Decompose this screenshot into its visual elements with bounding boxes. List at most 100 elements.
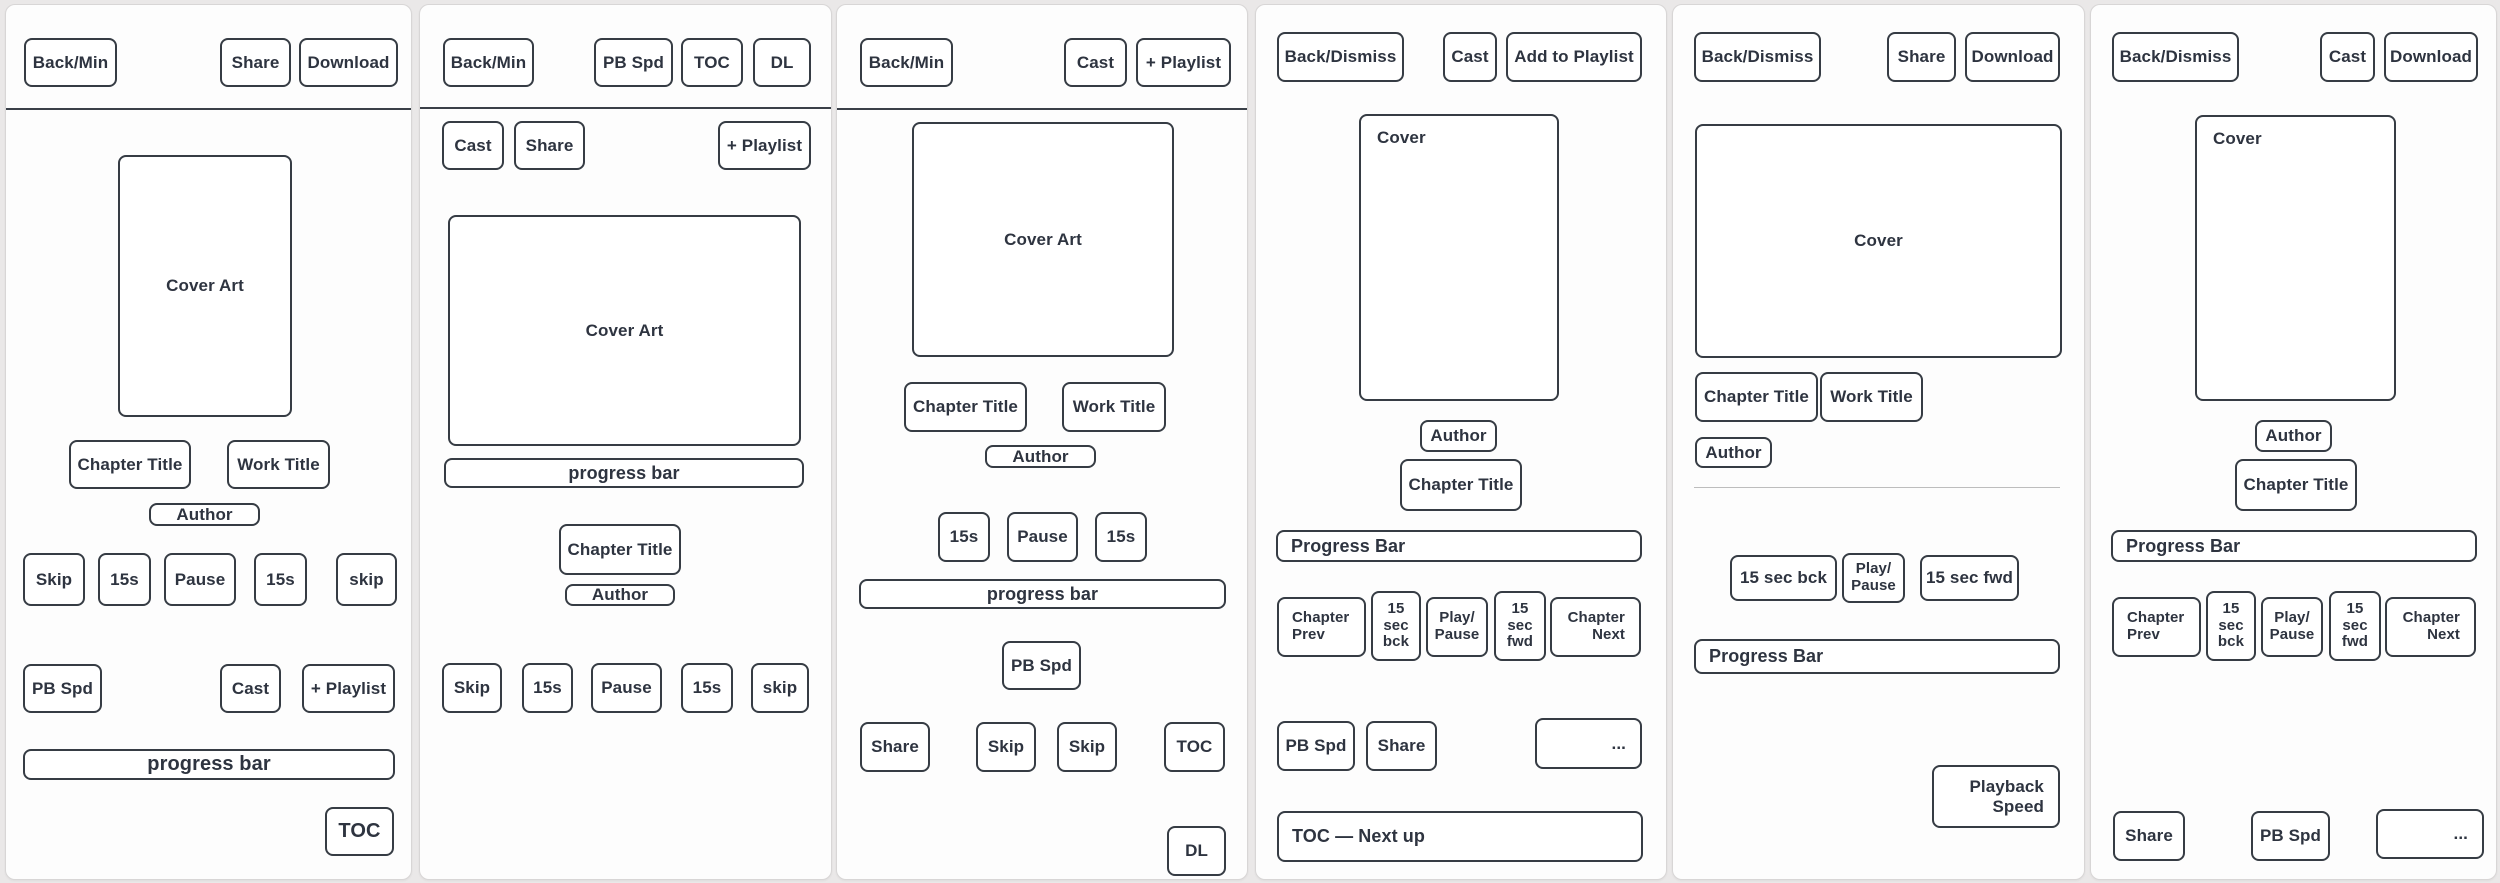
wireframe-panel-4: Back/Dismiss Cast Add to Playlist Cover … [1255, 4, 1667, 880]
chapter-title-button: Chapter Title [1400, 459, 1522, 511]
share-button[interactable]: Share [1887, 32, 1956, 82]
progress-bar[interactable]: Progress Bar [1694, 639, 2060, 674]
play-pause-button[interactable]: Play/ Pause [1842, 553, 1905, 603]
cover-art-placeholder: Cover Art [448, 215, 801, 446]
playback-speed-button[interactable]: Playback Speed [1932, 765, 2060, 828]
rewind-15s-button[interactable]: 15 sec bck [1730, 555, 1837, 601]
cover-art-placeholder: Cover Art [912, 122, 1174, 357]
header-divider [837, 108, 1247, 110]
work-title-button: Work Title [1820, 372, 1923, 422]
cast-button[interactable]: Cast [1064, 38, 1127, 87]
share-button[interactable]: Share [1366, 721, 1437, 771]
back-min-button[interactable]: Back/Min [443, 38, 534, 87]
download-button[interactable]: Download [2384, 32, 2478, 82]
skip-next-button[interactable]: skip [336, 553, 397, 606]
wireframe-panel-6: Back/Dismiss Cast Download Cover Author … [2090, 4, 2497, 880]
author-button: Author [985, 445, 1096, 468]
playback-speed-button[interactable]: PB Spd [1002, 641, 1081, 690]
pause-button[interactable]: Pause [164, 553, 236, 606]
back-min-button[interactable]: Back/Min [24, 38, 117, 87]
skip-prev-button[interactable]: Skip [442, 663, 502, 713]
share-button[interactable]: Share [514, 121, 585, 170]
add-to-playlist-button[interactable]: Add to Playlist [1506, 32, 1642, 82]
play-pause-button[interactable]: Play/ Pause [2261, 597, 2323, 657]
chapter-title-button: Chapter Title [1695, 372, 1818, 422]
author-button: Author [1695, 437, 1772, 468]
chapter-prev-button[interactable]: Chapter Prev [1277, 597, 1366, 657]
rewind-15s-button[interactable]: 15s [98, 553, 151, 606]
download-button[interactable]: Download [299, 38, 398, 87]
more-options-button[interactable]: ... [1535, 718, 1642, 769]
chapter-next-button[interactable]: Chapter Next [2385, 597, 2476, 657]
download-button[interactable]: Download [1965, 32, 2060, 82]
skip-next-button[interactable]: Skip [1057, 722, 1117, 772]
add-to-playlist-button[interactable]: + Playlist [302, 664, 395, 713]
skip-prev-button[interactable]: Skip [976, 722, 1036, 772]
play-pause-button[interactable]: Play/ Pause [1426, 597, 1488, 657]
dl-button[interactable]: DL [1167, 826, 1226, 876]
wireframe-panel-1: Back/Min Share Download Cover Art Chapte… [5, 4, 412, 880]
add-to-playlist-button[interactable]: + Playlist [718, 121, 811, 170]
rewind-15s-button[interactable]: 15 sec bck [2206, 591, 2256, 661]
cover-placeholder: Cover [2195, 115, 2396, 401]
cast-button[interactable]: Cast [2320, 32, 2375, 82]
cover-placeholder: Cover [1359, 114, 1559, 401]
chapter-prev-button[interactable]: Chapter Prev [2112, 597, 2201, 657]
chapter-next-button[interactable]: Chapter Next [1550, 597, 1641, 657]
share-button[interactable]: Share [2113, 811, 2185, 861]
chapter-title-button: Chapter Title [904, 382, 1027, 432]
header-divider [6, 108, 411, 110]
back-dismiss-button[interactable]: Back/Dismiss [1694, 32, 1821, 82]
add-to-playlist-button[interactable]: + Playlist [1136, 38, 1231, 87]
cast-button[interactable]: Cast [1443, 32, 1497, 82]
header-divider [420, 107, 831, 109]
forward-15s-button[interactable]: 15 sec fwd [1494, 591, 1546, 661]
toc-button[interactable]: TOC [681, 38, 743, 87]
progress-bar[interactable]: progress bar [859, 579, 1226, 609]
rewind-15s-button[interactable]: 15 sec bck [1371, 591, 1421, 661]
progress-bar[interactable]: progress bar [444, 458, 804, 488]
back-dismiss-button[interactable]: Back/Dismiss [2112, 32, 2239, 82]
forward-15s-button[interactable]: 15 sec fwd [2329, 591, 2381, 661]
wireframe-panel-5: Back/Dismiss Share Download Cover Chapte… [1672, 4, 2085, 880]
cast-button[interactable]: Cast [220, 664, 281, 713]
wireframe-panel-2: Back/Min PB Spd TOC DL Cast Share + Play… [419, 4, 832, 880]
pause-button[interactable]: Pause [1007, 512, 1078, 562]
progress-bar[interactable]: progress bar [23, 749, 395, 780]
rewind-15s-button[interactable]: 15s [522, 663, 573, 713]
back-min-button[interactable]: Back/Min [860, 38, 953, 87]
chapter-title-button: Chapter Title [69, 440, 191, 489]
toc-next-up-bar[interactable]: TOC — Next up [1277, 811, 1643, 862]
forward-15s-button[interactable]: 15s [1095, 512, 1147, 562]
cast-button[interactable]: Cast [442, 121, 504, 170]
playback-speed-button[interactable]: PB Spd [2251, 811, 2330, 861]
forward-15s-button[interactable]: 15s [681, 663, 733, 713]
playback-speed-button[interactable]: PB Spd [23, 664, 102, 713]
dl-button[interactable]: DL [753, 38, 811, 87]
chapter-title-button: Chapter Title [559, 524, 681, 575]
wireframe-panel-3: Back/Min Cast + Playlist Cover Art Chapt… [836, 4, 1248, 880]
skip-next-button[interactable]: skip [751, 663, 809, 713]
pause-button[interactable]: Pause [591, 663, 662, 713]
cover-art-placeholder: Cover Art [118, 155, 292, 417]
author-button: Author [149, 503, 260, 526]
skip-prev-button[interactable]: Skip [23, 553, 85, 606]
progress-bar[interactable]: Progress Bar [2111, 530, 2477, 562]
author-button: Author [2255, 420, 2332, 452]
toc-button[interactable]: TOC [325, 807, 394, 856]
forward-15s-button[interactable]: 15 sec fwd [1920, 555, 2019, 601]
rewind-15s-button[interactable]: 15s [938, 512, 990, 562]
share-button[interactable]: Share [860, 722, 930, 772]
progress-bar[interactable]: Progress Bar [1276, 530, 1642, 562]
back-dismiss-button[interactable]: Back/Dismiss [1277, 32, 1404, 82]
section-divider [1694, 487, 2060, 488]
forward-15s-button[interactable]: 15s [254, 553, 307, 606]
playback-speed-button[interactable]: PB Spd [594, 38, 673, 87]
work-title-button: Work Title [1062, 382, 1166, 432]
playback-speed-button[interactable]: PB Spd [1277, 721, 1355, 771]
author-button: Author [565, 584, 675, 606]
toc-button[interactable]: TOC [1164, 722, 1225, 772]
more-options-button[interactable]: ... [2376, 809, 2484, 859]
share-button[interactable]: Share [220, 38, 291, 87]
